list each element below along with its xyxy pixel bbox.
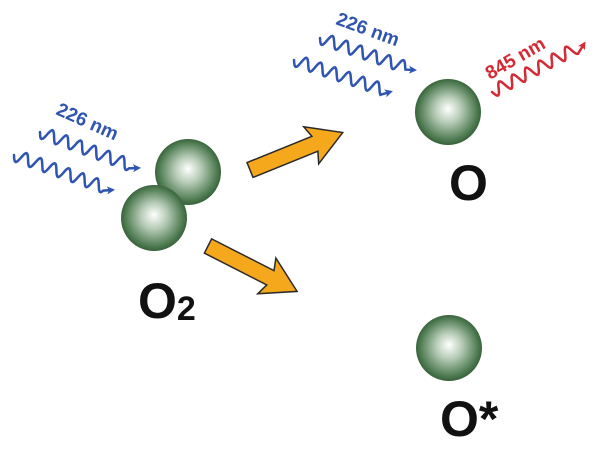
uv-photon-wave <box>318 34 417 74</box>
o-label: O <box>449 155 488 211</box>
uv-photon-wave <box>12 151 115 195</box>
o2-uv-photons: 226 nm <box>12 99 141 195</box>
o2-label: O2 <box>138 273 196 329</box>
oxygen-atom-ground-sphere <box>415 79 481 145</box>
oxygen-atom-sphere <box>121 185 187 251</box>
o-incoming-wavelength-label: 226 nm <box>333 9 402 51</box>
o-excited-label: O* <box>440 391 499 447</box>
uv-photon-wave <box>38 128 141 173</box>
oxygen-atom-excited-sphere <box>416 315 482 381</box>
uv-photon-wave <box>292 56 393 98</box>
o2-molecule <box>121 139 221 251</box>
reaction-arrow-upper <box>246 125 345 179</box>
oxygen-atom-sphere <box>155 139 221 205</box>
ir-emission-wave <box>490 41 586 98</box>
reaction-arrow-lower <box>203 237 299 295</box>
